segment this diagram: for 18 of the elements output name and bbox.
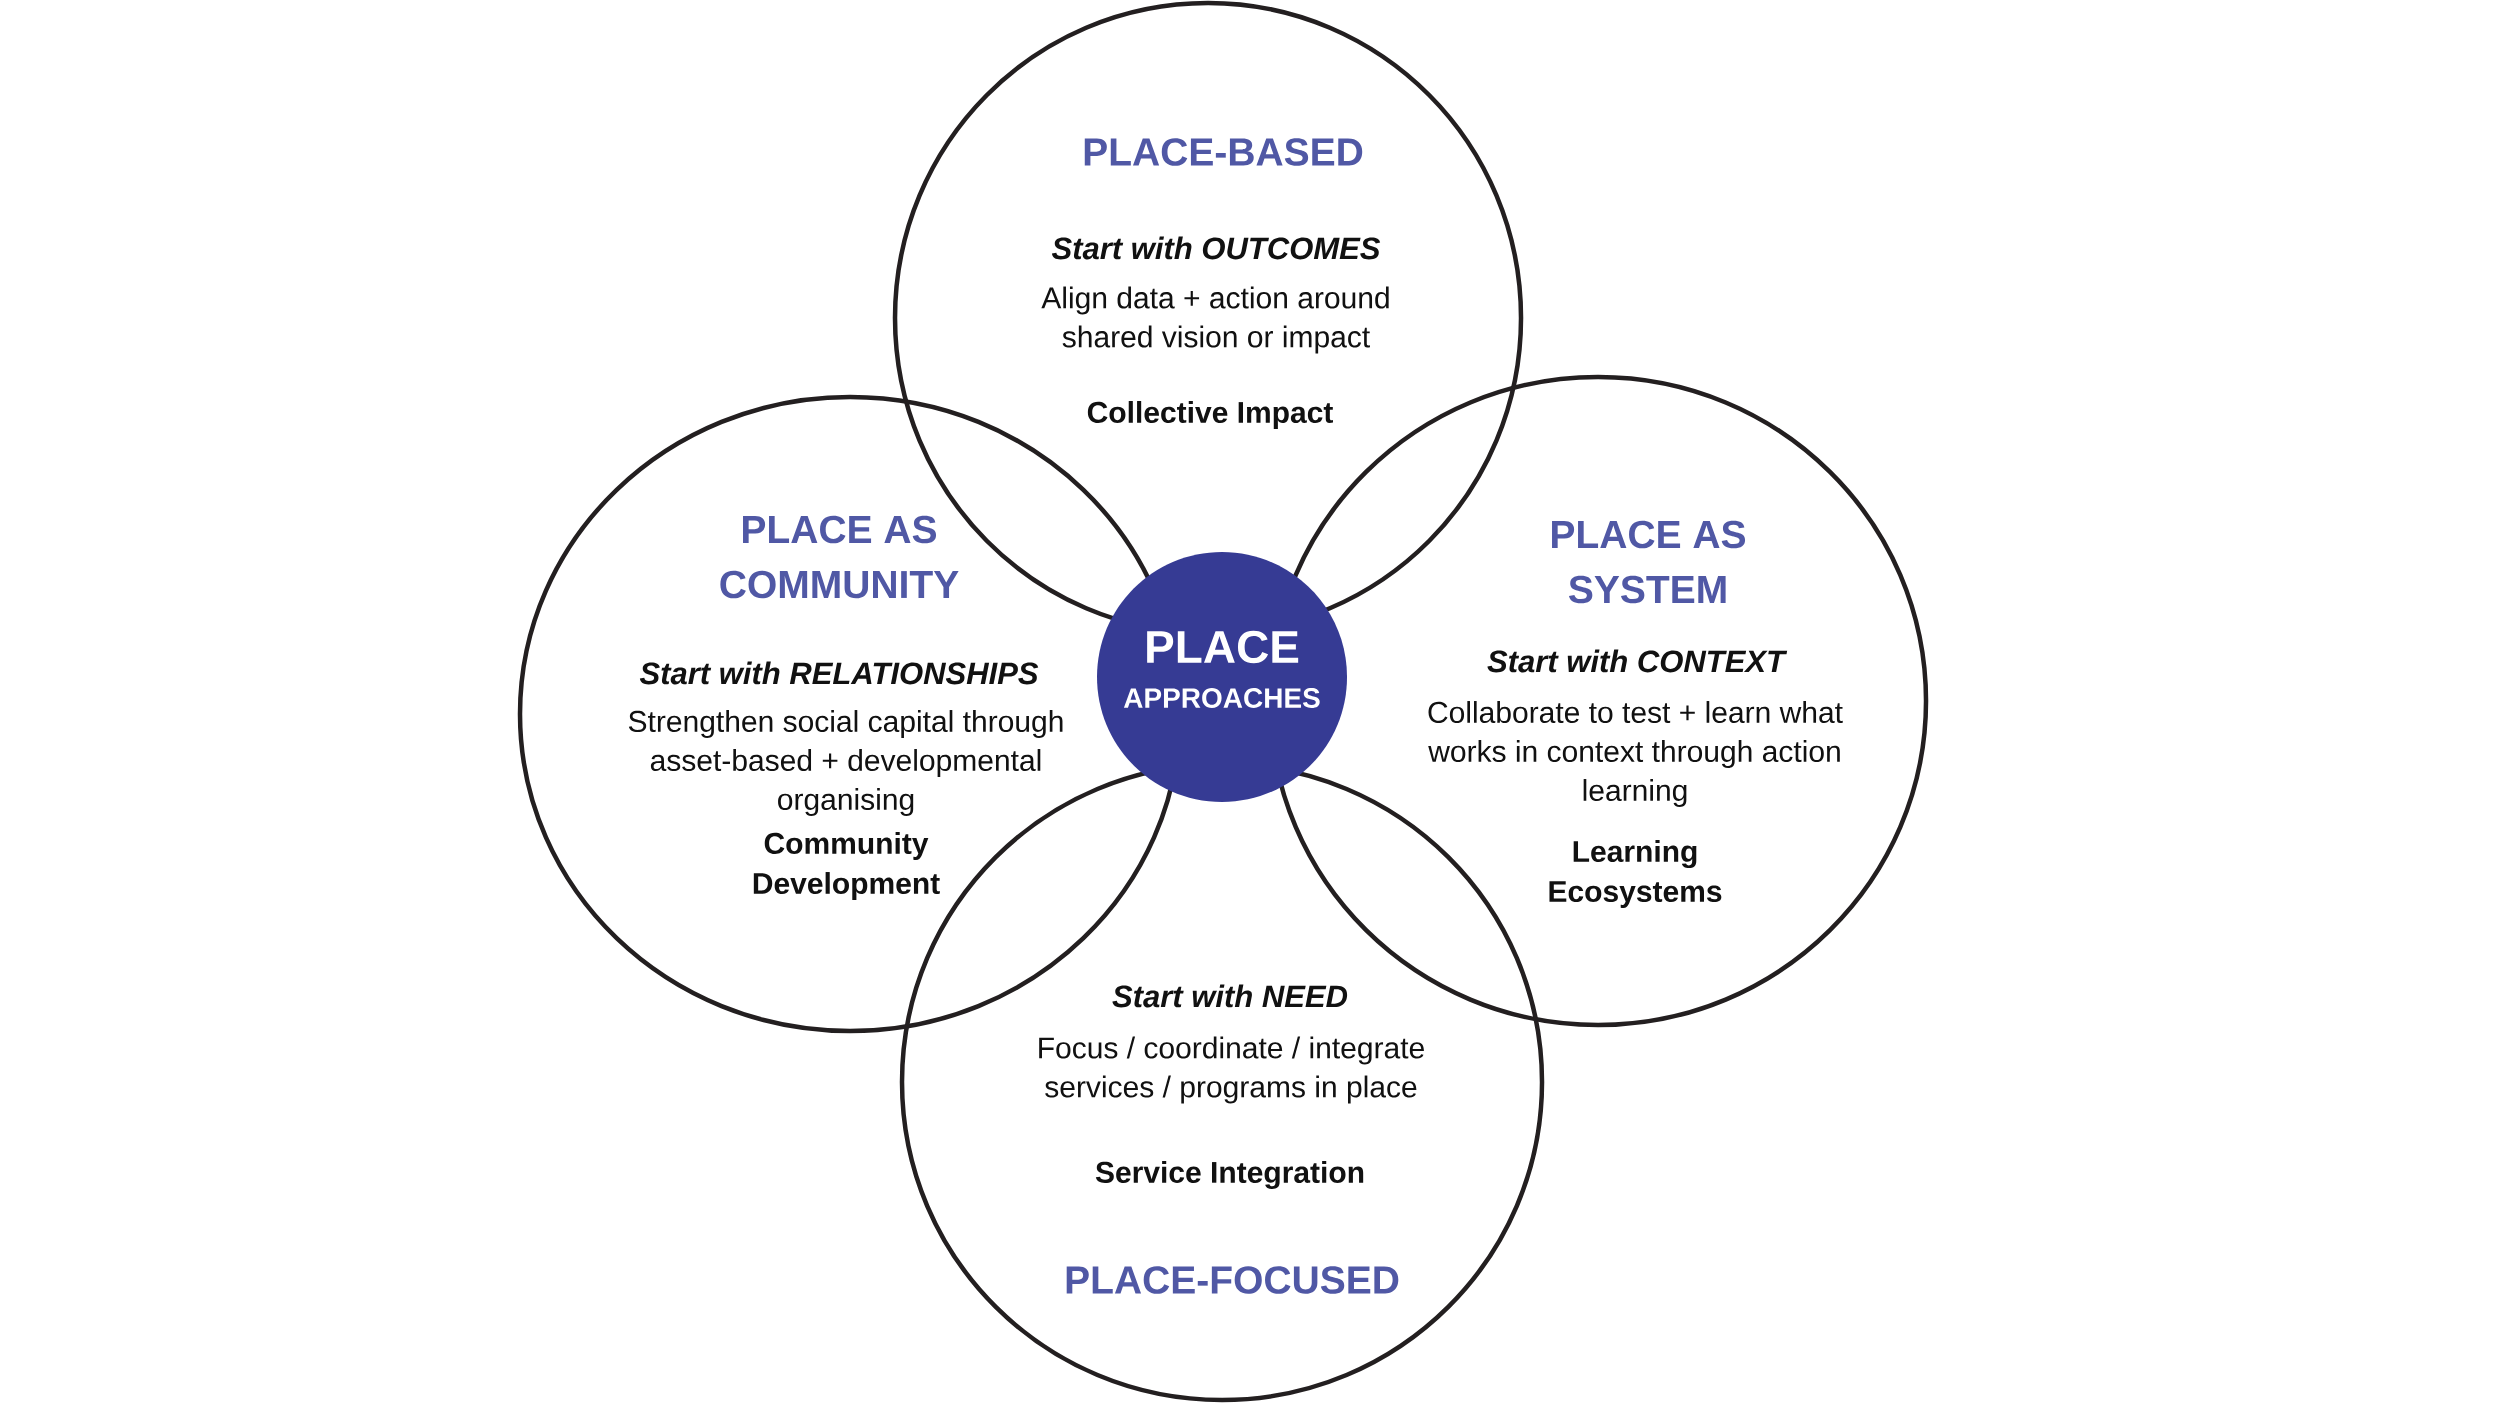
circle-heading: PLACE-BASED bbox=[1084, 138, 1363, 166]
approach-name: Collective Impact bbox=[1087, 401, 1333, 429]
approach-name: Service Integration bbox=[1095, 1160, 1364, 1190]
hub-subtitle: APPROACHES bbox=[1123, 688, 1320, 708]
approach-name: Community Development bbox=[753, 832, 940, 900]
circle-heading: PLACE-FOCUSED bbox=[1066, 1266, 1399, 1294]
description: Focus / coordinate / integrate services / programs in place bbox=[1039, 1036, 1424, 1104]
tagline: Start with OUTCOMES bbox=[1051, 236, 1381, 260]
hub-title: PLACE bbox=[1147, 630, 1299, 664]
circle-heading: PLACE AS COMMUNITY bbox=[720, 515, 959, 599]
description: Align data + action around shared vision or impact bbox=[1041, 286, 1389, 354]
circle-heading: PLACE AS SYSTEM bbox=[1552, 520, 1746, 604]
tagline: Start with NEED bbox=[1112, 984, 1348, 1008]
approach-name: Learning Ecosystems bbox=[1549, 840, 1722, 908]
description: Strengthen social capital through asset-based + developmental organising bbox=[628, 710, 1063, 816]
tagline: Start with RELATIONSHIPS bbox=[639, 661, 1039, 685]
description: Collaborate to test + learn what works in context through action learning bbox=[1428, 701, 1843, 807]
tagline: Start with CONTEXT bbox=[1487, 649, 1788, 673]
